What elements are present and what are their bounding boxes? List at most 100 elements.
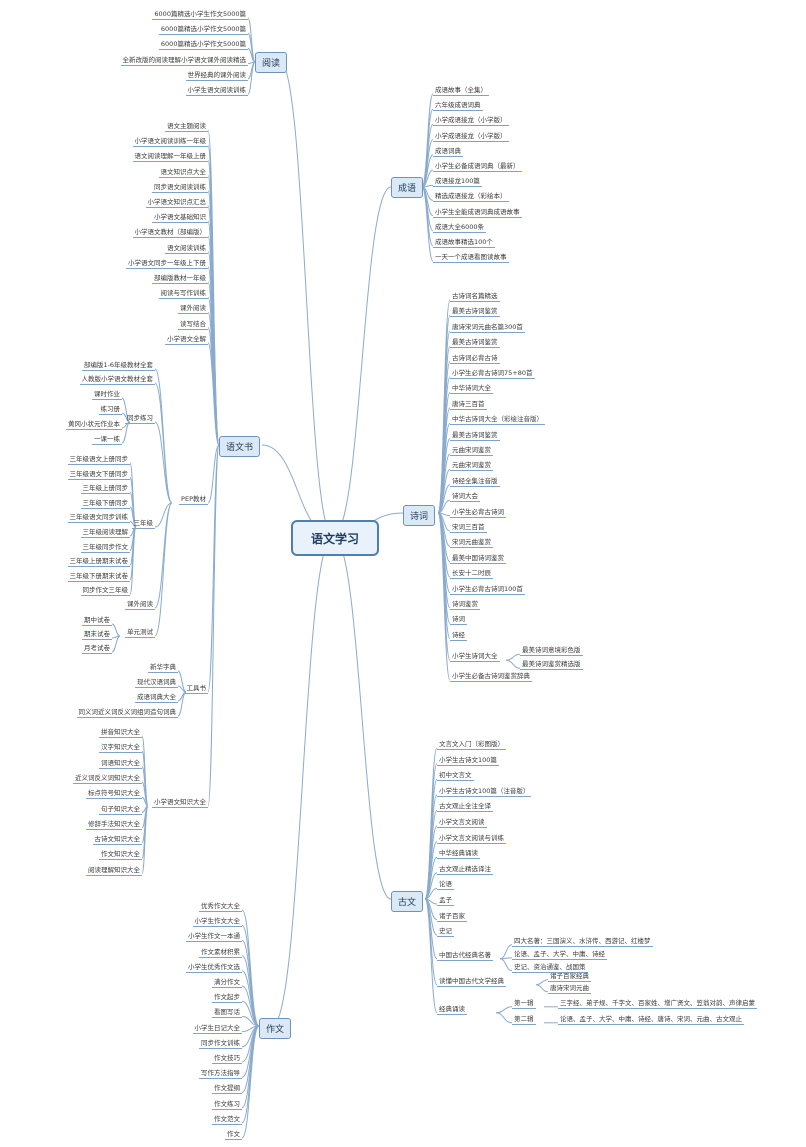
idiom-item: 成语故事精选100个 [433, 238, 495, 248]
books-pep-b-item: 同步作文三年级 [80, 586, 130, 597]
books-pep-top: 部编版1-6年级教材全套 [81, 361, 155, 371]
idiom-item: 成语大全6000条 [433, 222, 487, 233]
books-tail-item: 近义词反义词知识大全 [73, 773, 142, 784]
connector [421, 108, 434, 188]
essay-item: 作文技巧 [212, 1054, 242, 1064]
classic-item: 小学文言文阅读与训练 [437, 833, 506, 844]
idiom-item: 小学生必备成语词典（最新） [433, 162, 522, 172]
classic-group2-sub: 唐诗宋词元曲 [548, 983, 591, 994]
idiom-item: 精选成语接龙（彩绘本） [433, 192, 509, 203]
classic-item: 文言文入门（彩图版） [437, 740, 506, 750]
books-tail-item: 古诗文知识大全 [92, 835, 142, 846]
books-pep-a-label: 同步练习 [125, 414, 155, 424]
classic-group3-label: 经典诵读 [437, 1004, 467, 1015]
essay-item: 小学生作文一本通 [186, 932, 242, 943]
books-pep-a-item: 黄冈小状元作业本 [66, 420, 122, 430]
books-pep-c-sub: 课外阅读 [125, 600, 155, 610]
connector [271, 535, 334, 1027]
connector [247, 61, 256, 95]
essay-item: 优秀作文大全 [199, 902, 242, 912]
poem-item: 最美古诗词鉴赏 [450, 307, 500, 318]
connector [424, 898, 438, 1014]
root-topic: 语文学习 [291, 520, 379, 556]
classic-item: 古文观止精选译注 [437, 864, 493, 875]
classic-group3-tag: 第二辑 [512, 1014, 536, 1025]
essay-item: 小学生作文大全 [192, 917, 242, 928]
poem-item: 宋词三百首 [450, 523, 487, 533]
books-pep-b-item: 三年级下册期末试卷 [67, 571, 130, 582]
classic-group3-tag: 第一辑 [512, 998, 536, 1009]
books-pep-b-label: 三年级 [131, 519, 155, 529]
essay-item: 小学生优秀作文选 [186, 962, 242, 973]
essay-item: 作文提纲 [212, 1084, 242, 1095]
connector [499, 958, 513, 972]
idiom-item: 小学生全能成语词典成语故事 [433, 207, 522, 218]
essay-item: 作文 [225, 1130, 242, 1140]
connector [241, 909, 260, 1027]
books-item: 阅读与写作训练 [158, 289, 208, 300]
poem-tail: 小学生必备古诗词鉴赏辞典 [450, 672, 532, 683]
poem-item: 最美古诗词鉴赏 [450, 338, 500, 349]
connector [241, 1025, 260, 1109]
read-item: 世界经典的课外阅读 [185, 70, 248, 81]
branch-idiom: 成语 [391, 177, 424, 198]
books-tools-label: 工具书 [184, 684, 208, 694]
connector [495, 1012, 513, 1024]
connector [424, 794, 438, 900]
connector [207, 444, 220, 504]
connector [241, 1025, 260, 1124]
poem-item: 元曲宋词鉴赏 [450, 446, 493, 456]
connector [535, 984, 549, 993]
classic-group3-text: 论语、孟子、大学、中庸、诗经、唐诗、宋词、元曲、古文观止 [558, 1014, 744, 1025]
books-item: 语文知识点大全 [158, 167, 208, 178]
poem-group-sub: 最美诗词意境彩色版 [520, 646, 583, 657]
connector [154, 421, 173, 504]
books-tail-item: 词语知识大全 [99, 758, 142, 769]
poem-item: 诗词大会 [450, 492, 480, 503]
essay-item: 作文起步 [212, 993, 242, 1004]
branch-essay: 作文 [259, 1018, 292, 1039]
connector [121, 421, 131, 444]
idiom-item: 成语故事（全集） [433, 86, 489, 96]
connector [421, 186, 434, 262]
classic-group2-sub: 诸子百家经典 [548, 971, 591, 982]
poem-item: 唐诗宋词元曲名篇300首 [450, 322, 525, 333]
poem-item: 诗词鉴赏 [450, 600, 480, 610]
books-item: 读写结合 [178, 319, 208, 330]
books-tail-item: 汉字知识大全 [99, 743, 142, 754]
connector [437, 512, 451, 681]
read-item: 6000篇精选小学作文5000篇 [158, 40, 248, 51]
connector [111, 623, 121, 637]
books-tools-item: 现代汉语词典 [135, 678, 178, 688]
connector [332, 535, 392, 900]
connector [111, 635, 121, 653]
books-pep-b-item: 三年级语文下册同步 [67, 469, 130, 480]
books-item: 小学语文同步一年级上下册 [126, 258, 208, 269]
classic-item: 小学生古诗文100篇 [437, 755, 499, 766]
connector [332, 186, 392, 537]
poem-item: 诗词 [450, 615, 467, 626]
books-item: 语文主题阅读 [165, 122, 208, 132]
idiom-item: 小学成语接龙（小学版） [433, 131, 509, 142]
poem-item: 诗经 [450, 630, 467, 641]
classic-item: 史记 [437, 927, 454, 938]
idiom-item: 小学成语接龙（小学版） [433, 116, 509, 127]
connector [505, 659, 521, 669]
connector [154, 502, 173, 528]
idiom-item: 成语接龙100篇 [433, 177, 482, 188]
essay-item: 作文素材积累 [199, 947, 242, 958]
books-tools-item: 成语词典大全 [135, 693, 178, 703]
essay-item: 作文练习 [212, 1099, 242, 1110]
classic-item: 孟子 [437, 896, 454, 906]
classic-item: 小学生古诗文100篇（注音版） [437, 786, 532, 797]
branch-poem: 诗词 [403, 505, 436, 526]
poem-item: 唐诗三百首 [450, 399, 487, 410]
connector [535, 979, 549, 986]
branch-books: 语文书 [219, 436, 261, 457]
read-item: 6000篇精选小学作文5000篇 [158, 25, 248, 36]
classic-item: 初中文言文 [437, 771, 474, 782]
poem-group-sub: 最美诗词鉴赏精选版 [520, 660, 583, 671]
poem-item: 古诗词名篇精选 [450, 292, 500, 302]
connector [241, 1025, 260, 1139]
poem-item: 长安十二时辰 [450, 569, 493, 580]
